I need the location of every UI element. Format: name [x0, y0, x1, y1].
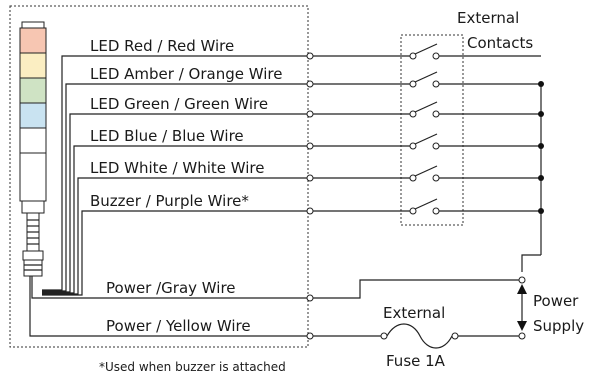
- label-external-contacts-line2: Contacts: [467, 34, 533, 52]
- power-arrow-down: [517, 321, 527, 331]
- junction-green: [538, 111, 544, 117]
- fuse-terminal-right: [451, 332, 459, 340]
- footnote: *Used when buzzer is attached: [99, 360, 286, 374]
- enclosure-terminals: [306, 52, 314, 340]
- label-external-contacts-line1: External: [457, 9, 519, 27]
- label-gray-wire: Power /Gray Wire: [106, 279, 236, 297]
- contact-switch-red: [409, 43, 541, 60]
- power-supply-terminal-top: [518, 276, 526, 284]
- contact-feed-lines: [313, 55, 410, 212]
- junction-white: [538, 175, 544, 181]
- contact-switch-white: [409, 165, 541, 182]
- tower-segment-red: [19, 27, 47, 54]
- contact-switch-buzzer: [409, 198, 541, 215]
- label-power-supply-line2: Supply: [533, 317, 584, 335]
- label-yellow-wire: Power / Yellow Wire: [106, 317, 251, 335]
- tower-segment-green: [19, 77, 47, 104]
- tower-segment-amber: [19, 52, 47, 79]
- contact-switch-green: [409, 101, 541, 118]
- contact-switch-amber: [409, 71, 541, 88]
- label-green-wire: LED Green / Green Wire: [90, 95, 268, 113]
- tower-segment-clear: [19, 152, 47, 202]
- tower-connector-nut: [23, 259, 43, 277]
- junction-buzzer: [538, 208, 544, 214]
- fuse-symbol: [386, 323, 453, 349]
- common-bus: [521, 81, 544, 272]
- tower-segment-blue: [19, 102, 47, 129]
- external-contact-switches: [409, 43, 541, 215]
- power-arrow-up: [517, 284, 527, 294]
- label-white-wire: LED White / White Wire: [90, 159, 264, 177]
- label-blue-wire: LED Blue / Blue Wire: [90, 127, 244, 145]
- contact-switch-blue: [409, 133, 541, 150]
- light-tower: [19, 21, 47, 277]
- label-fuse-line2: Fuse 1A: [386, 352, 446, 370]
- tower-cap: [21, 21, 45, 29]
- fuse-terminal-left: [380, 332, 388, 340]
- power-connections: [313, 276, 527, 349]
- power-supply-terminal-bottom: [518, 332, 526, 340]
- tower-connector: [22, 250, 44, 261]
- label-power-supply-line1: Power: [533, 292, 579, 310]
- external-contacts-box: [400, 34, 464, 226]
- label-amber-wire: LED Amber / Orange Wire: [90, 65, 282, 83]
- tower-base: [21, 200, 45, 214]
- signal-wires: [29, 55, 307, 337]
- tower-segment-white: [19, 127, 47, 154]
- label-red-wire: LED Red / Red Wire: [90, 37, 234, 55]
- junction-blue: [538, 143, 544, 149]
- label-buzzer-wire: Buzzer / Purple Wire*: [90, 192, 249, 210]
- junction-amber: [538, 81, 544, 87]
- label-fuse-line1: External: [383, 304, 445, 322]
